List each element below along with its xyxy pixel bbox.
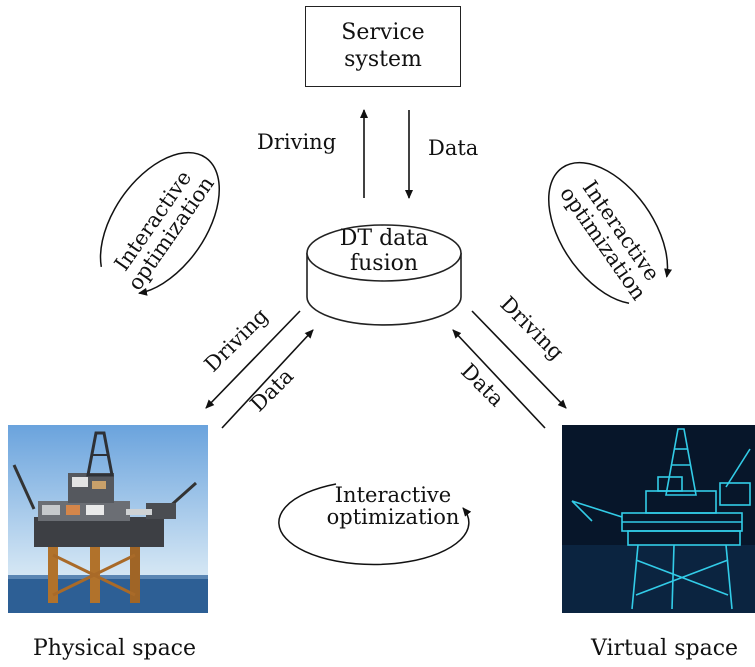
right-optimization-loop xyxy=(547,161,672,304)
driving-arrow-to-physical xyxy=(205,310,301,409)
top-data-label: Data xyxy=(428,136,479,160)
data-arrow-from-virtual xyxy=(452,329,546,429)
fusion-line1: DT data xyxy=(339,226,429,251)
service-line2: system xyxy=(344,46,422,72)
bottom-loop-line1: Interactive xyxy=(334,483,452,507)
virtual-platform-image xyxy=(562,425,755,613)
dt-fusion-label: DT data fusion xyxy=(318,226,450,277)
physical-space-caption: Physical space xyxy=(33,636,197,661)
bottom-loop-line2: optimization xyxy=(326,505,460,530)
top-driving-label: Driving xyxy=(257,130,337,154)
bottom-loop-label: Interactive optimization xyxy=(318,484,468,528)
virtual-space-caption: Virtual space xyxy=(591,636,739,661)
fusion-line2: fusion xyxy=(349,251,419,277)
driving-arrow-to-virtual xyxy=(471,310,567,409)
physical-platform-image xyxy=(8,425,208,613)
service-line1: Service xyxy=(341,20,425,46)
bottom-optimization-loop xyxy=(278,483,472,566)
left-optimization-loop xyxy=(99,151,221,296)
dt-fusion-cylinder xyxy=(306,224,462,326)
data-arrow-from-physical xyxy=(221,329,314,429)
service-system-box: Service system xyxy=(305,6,461,87)
